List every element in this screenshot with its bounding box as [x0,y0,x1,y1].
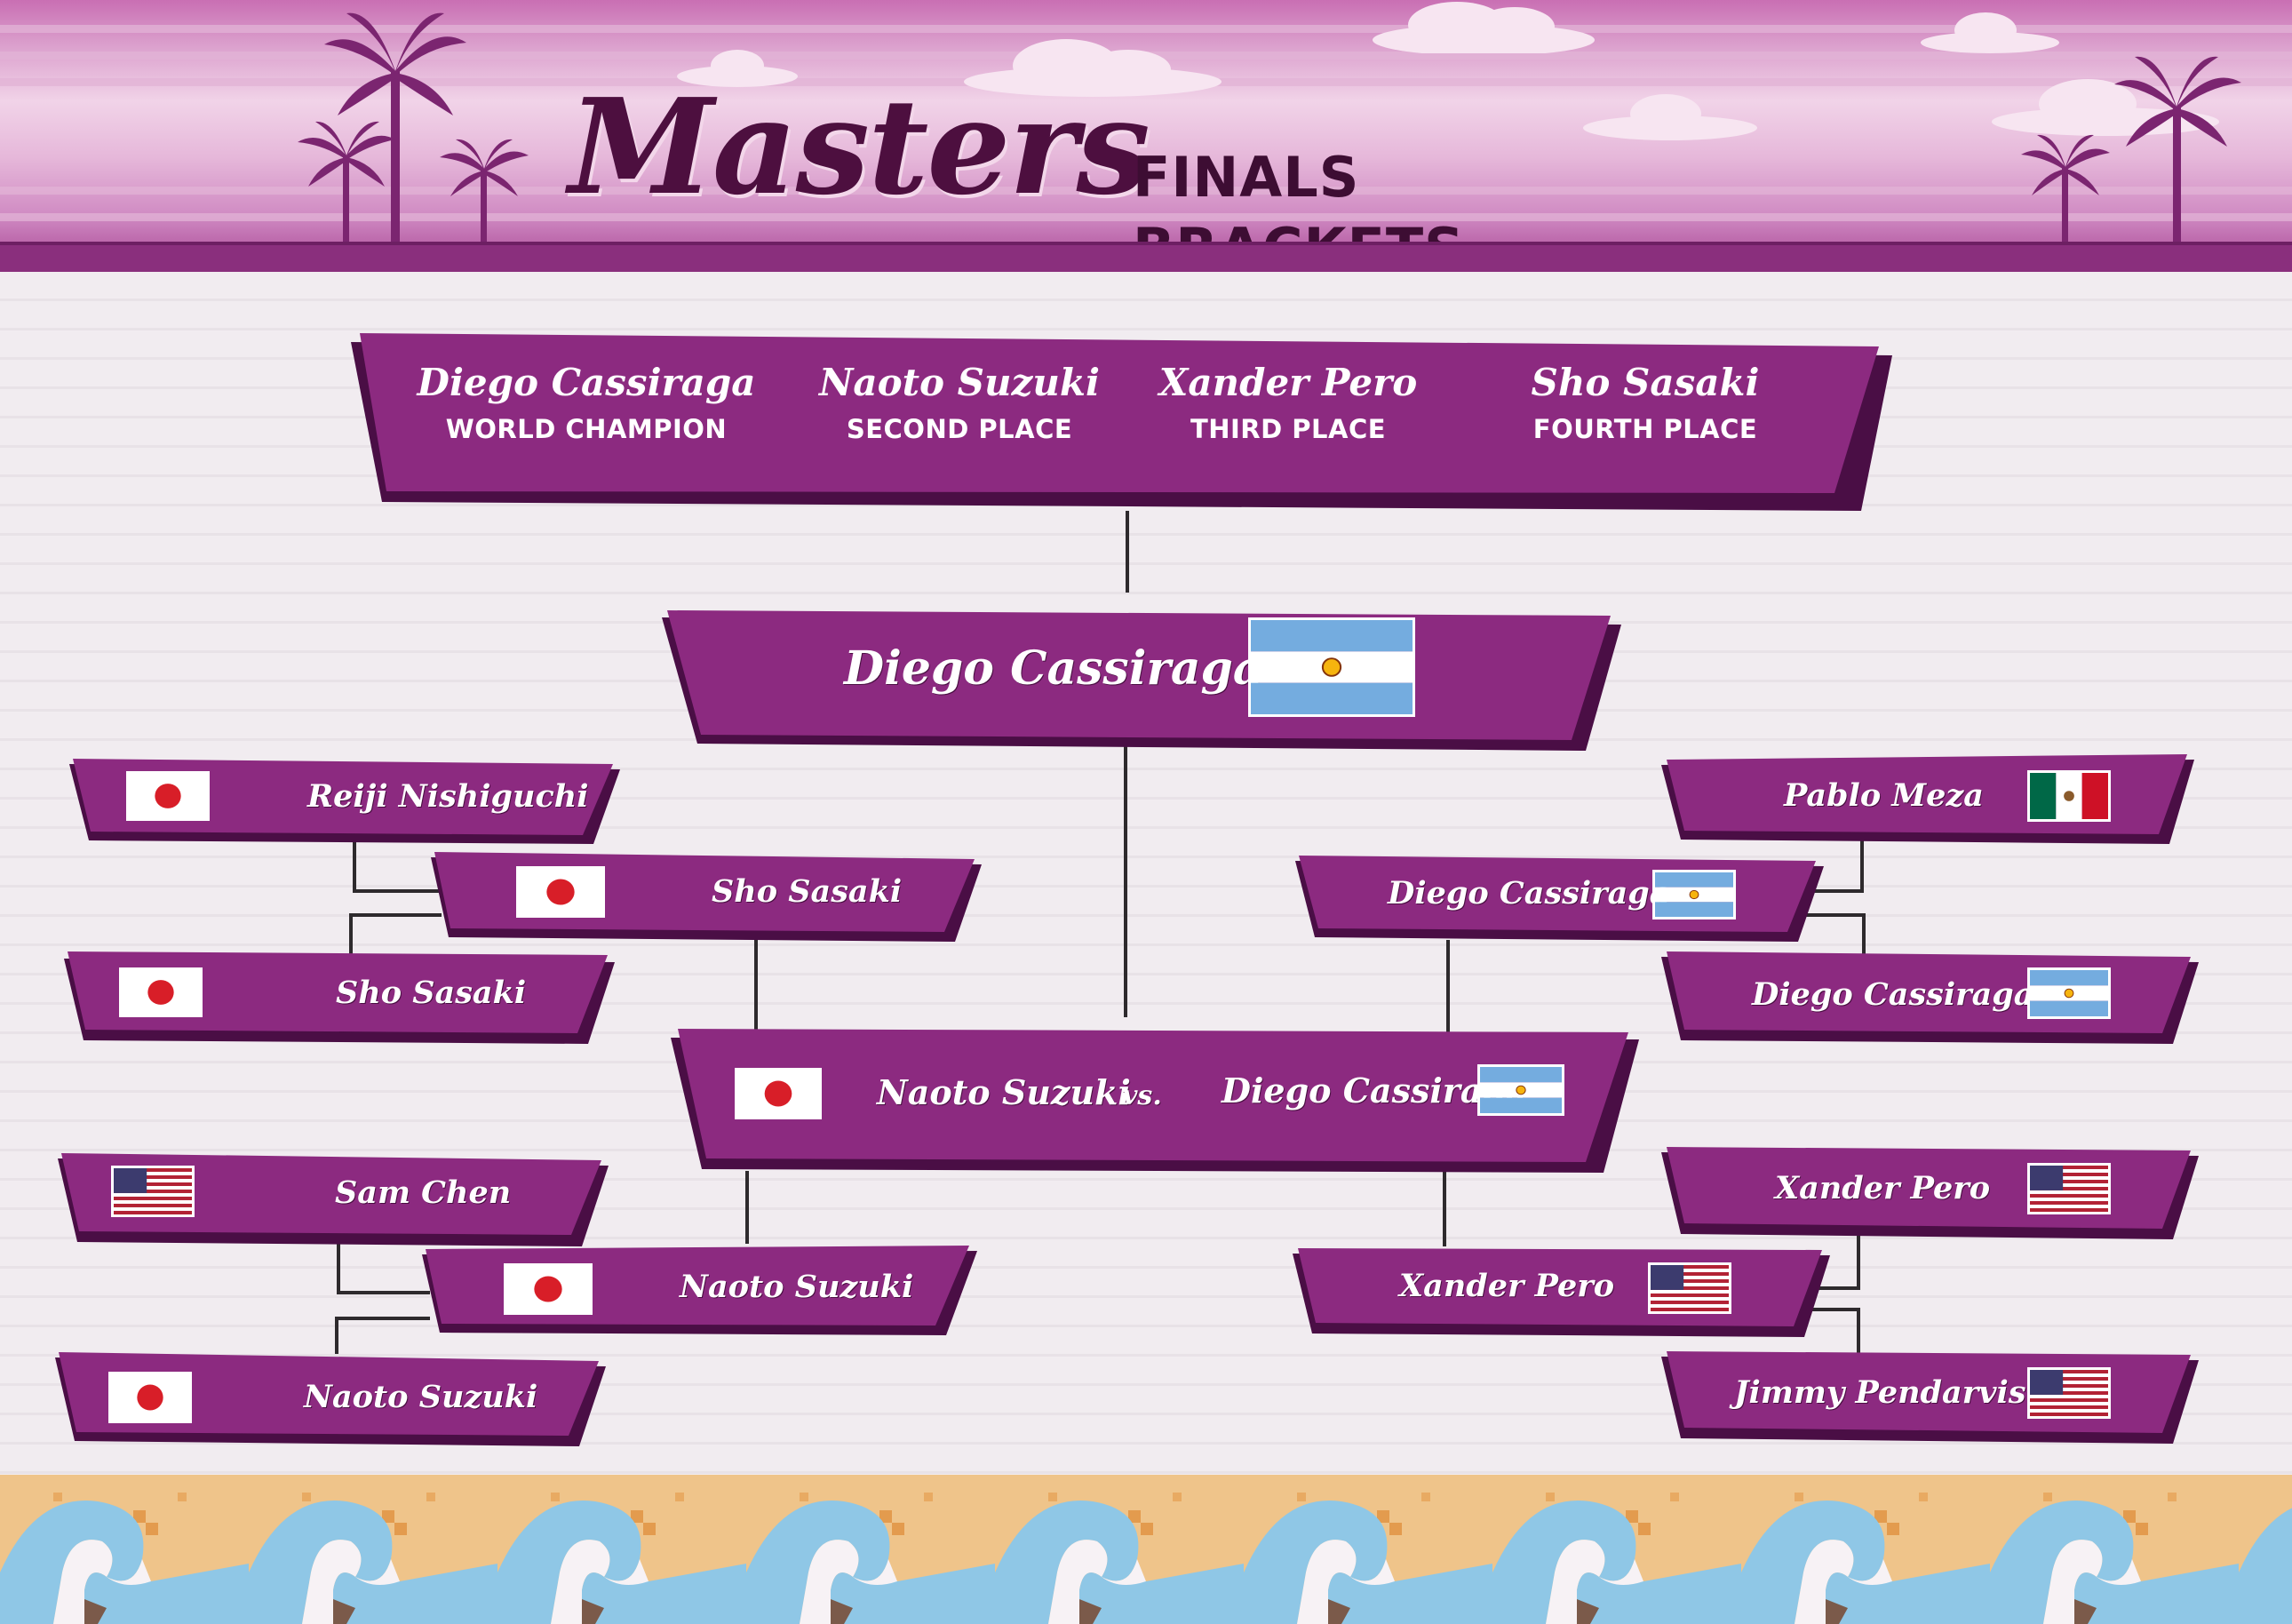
player-name: Jimmy Pendarvis [1734,1374,2026,1411]
wave-border [0,1475,2292,1624]
header-stripe [0,187,2292,195]
connector-line [1126,511,1129,593]
argentina-flag-icon [1248,617,1415,717]
player-name: Sho Sasaki [336,975,527,1011]
champion-box: Diego Cassiraga [662,591,1621,751]
connector-line [1812,1308,1860,1311]
connector-line [1446,940,1450,1038]
connector-line [1124,746,1127,1017]
player-box-diego-cassiraga: Diego Cassiraga [1661,946,2199,1044]
podium-third-place: Xander Pero THIRD PLACE [1110,358,1466,450]
cloud-icon [677,50,798,87]
champion-name: Diego Cassiraga [417,361,756,404]
fourth-place-name: Sho Sasaki [1531,361,1760,404]
connector-line [1857,1308,1860,1354]
cloud-icon [1921,12,2059,53]
podium-fourth-place: Sho Sasaki FOURTH PLACE [1468,358,1823,450]
connector-line [1443,1171,1446,1246]
final-match-box: Naoto Suzuki vs. Diego Cassiraga [671,1013,1639,1173]
player-box-xander-pero-winner: Xander Pero [1293,1239,1830,1337]
argentina-flag-icon [1652,870,1736,919]
argentina-flag-icon [2027,967,2111,1019]
player-box-reiji-nishiguchi: Reiji Nishiguchi [69,755,620,844]
player-box-sam-chen: Sam Chen [58,1153,609,1246]
connector-line [745,1171,749,1244]
player-box-xander-pero: Xander Pero [1661,1142,2199,1239]
connector-line [1812,1286,1860,1290]
palm-tree-icon [2021,134,2110,244]
third-place-label: THIRD PLACE [1190,414,1387,444]
podium-first-place: Diego Cassiraga WORLD CHAMPION [409,358,764,450]
fourth-place-label: FOURTH PLACE [1532,414,1758,444]
usa-flag-icon [2027,1367,2111,1419]
cloud-icon [964,39,1222,97]
player-name: Pablo Meza [1784,777,1984,814]
header-stripe [0,25,2292,33]
player-box-diego-cassiraga-winner: Diego Cassiraga [1295,848,1824,942]
japan-flag-icon [126,771,210,821]
versus-label: vs. [1122,1080,1162,1111]
japan-flag-icon [516,866,605,918]
connector-line [754,940,758,1038]
usa-flag-icon [2027,1163,2111,1214]
palm-tree-icon [324,12,466,244]
finals-brackets-title: FINALS BRACKETS [1133,145,1464,281]
third-place-name: Xander Pero [1158,361,1418,404]
player-name: Naoto Suzuki [680,1269,914,1305]
champion-label: WORLD CHAMPION [445,414,728,444]
player-box-pablo-meza: Pablo Meza [1661,751,2194,844]
connector-line [353,889,442,893]
masters-logo: Masters [569,69,1150,224]
player-box-sho-sasaki-winner: Sho Sasaki [431,848,982,942]
connector-line [349,913,442,917]
player-name: Naoto Suzuki [304,1379,538,1415]
palm-tree-icon [298,121,395,244]
finalist-left-name: Naoto Suzuki [877,1072,1131,1112]
finalist-right-name: Diego Cassiraga [1222,1071,1528,1111]
player-box-naoto-suzuki: Naoto Suzuki [55,1349,606,1446]
final-standings-panel: Diego Cassiraga WORLD CHAMPION Naoto Suz… [351,315,1892,511]
connector-line [349,913,353,959]
japan-flag-icon [119,967,203,1017]
header-stripe [0,213,2292,221]
champion-player-name: Diego Cassiraga [844,641,1263,696]
japan-flag-icon [108,1372,192,1423]
player-name: Sam Chen [335,1174,512,1211]
connector-line [1803,913,1866,917]
connector-line [1857,1235,1860,1288]
usa-flag-icon [1648,1262,1731,1314]
second-place-label: SECOND PLACE [846,414,1073,444]
connector-line [1803,889,1864,893]
player-name: Reiji Nishiguchi [307,778,589,815]
player-name: Diego Cassiraga [1388,875,1670,912]
player-box-sho-sasaki: Sho Sasaki [64,946,615,1044]
japan-flag-icon [504,1263,593,1315]
cloud-icon [1583,94,1757,140]
palm-tree-icon [440,139,529,244]
japan-flag-icon [735,1068,822,1119]
player-name: Xander Pero [1399,1268,1615,1304]
player-box-jimmy-pendarvis: Jimmy Pendarvis [1661,1346,2199,1444]
palm-tree-icon [2114,56,2241,244]
connector-line [335,1317,338,1354]
argentina-flag-icon [1477,1064,1564,1116]
connector-line [1862,913,1866,959]
podium-second-place: Naoto Suzuki SECOND PLACE [782,358,1137,450]
player-name: Xander Pero [1775,1170,1991,1206]
usa-flag-icon [111,1166,195,1217]
connector-line [353,840,356,891]
mexico-flag-icon [2027,770,2111,822]
player-box-naoto-suzuki-winner: Naoto Suzuki [422,1242,977,1335]
second-place-name: Naoto Suzuki [819,361,1100,404]
player-name: Diego Cassiraga [1752,976,2034,1013]
connector-line [337,1291,430,1294]
connector-line [1860,840,1864,891]
connector-line [337,1239,340,1293]
connector-line [335,1317,430,1320]
cloud-icon [1373,2,1595,53]
player-name: Sho Sasaki [712,873,903,910]
